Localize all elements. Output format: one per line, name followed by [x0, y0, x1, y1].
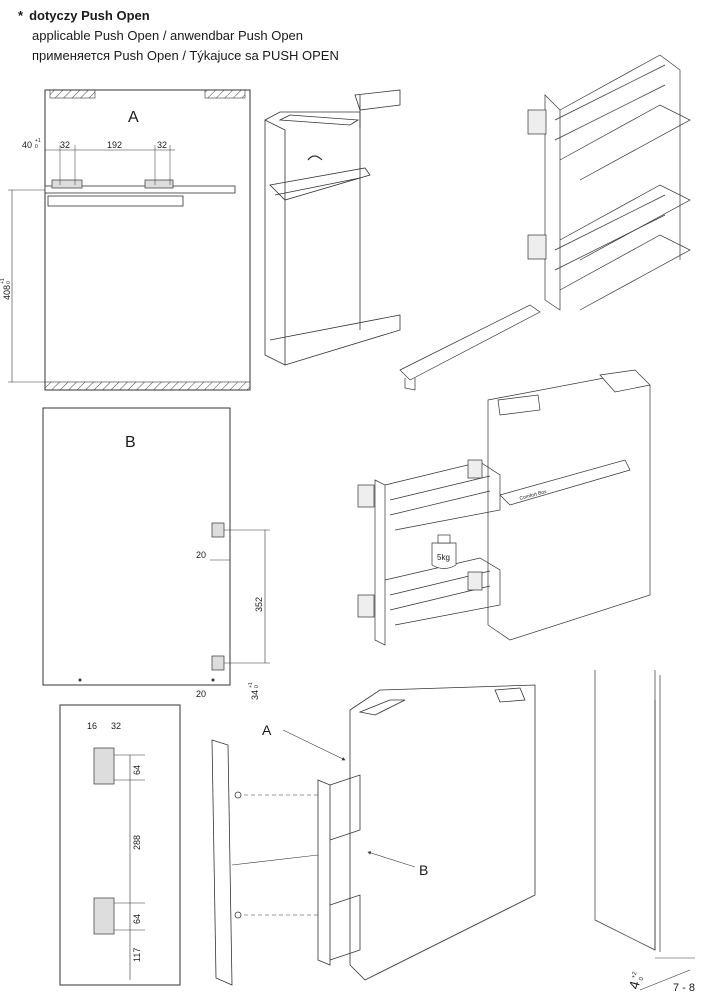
callout-b: B	[419, 862, 428, 878]
panel-b: B 20 352 20 34 +1 0	[42, 407, 270, 700]
dim-288: 288	[132, 835, 142, 850]
gap-tol2: 0	[639, 976, 646, 981]
dim-34-tol: +1	[248, 682, 254, 688]
dim-64-a: 64	[132, 765, 142, 775]
asterisk: *	[18, 8, 24, 23]
dim-117: 117	[132, 948, 142, 962]
exploded-assembly	[211, 684, 536, 986]
cabinet-open-view	[264, 89, 401, 366]
dim-34-tol2: 0	[254, 685, 260, 688]
header-title: dotyczy Push Open	[29, 8, 150, 23]
dim-192: 192	[107, 140, 122, 150]
basket-perspective	[399, 54, 691, 391]
dim-40-tol2: 0	[35, 144, 38, 150]
brand-label: Comfort Box	[519, 489, 548, 502]
weight-label: 5kg	[437, 553, 450, 562]
callout-a: A	[262, 722, 272, 738]
page-number: 7 - 8	[672, 982, 695, 994]
dim-32: 32	[111, 721, 121, 731]
dim-408-tol: +1	[0, 278, 6, 284]
gap-tol: +2	[631, 971, 639, 980]
dim-40-tol: +1	[35, 138, 41, 144]
panel-b-label: B	[125, 434, 136, 451]
panel-c: 16 32 64 288 64 117	[59, 704, 181, 986]
basket-with-cabinet	[357, 369, 651, 646]
dim-20-a: 20	[196, 550, 206, 560]
header-line-3: применяется Push Open / Týkajuce sa PUSH…	[32, 48, 339, 63]
header-line-2: applicable Push Open / anwendbar Push Op…	[32, 28, 304, 43]
dim-34: 34	[250, 690, 260, 700]
dim-408: 408	[2, 285, 12, 300]
dim-64-b: 64	[132, 914, 142, 924]
dim-32-a: 32	[60, 140, 70, 150]
gap-detail	[594, 670, 695, 991]
dim-408-tol2: 0	[6, 281, 12, 284]
panel-a: A 40 +1 0 32 192 32 408 +1 0	[0, 89, 251, 391]
gap-dim: 4	[625, 979, 643, 991]
header-note: * dotyczy Push Open applicable Push Open …	[18, 6, 339, 66]
dim-32-b: 32	[157, 140, 167, 150]
dim-20-b: 20	[196, 689, 206, 699]
header-line-1: * dotyczy Push Open	[18, 6, 339, 26]
dim-16: 16	[87, 721, 97, 731]
dim-40: 40	[22, 140, 32, 150]
dim-352: 352	[254, 597, 264, 612]
panel-a-label: A	[128, 109, 139, 126]
